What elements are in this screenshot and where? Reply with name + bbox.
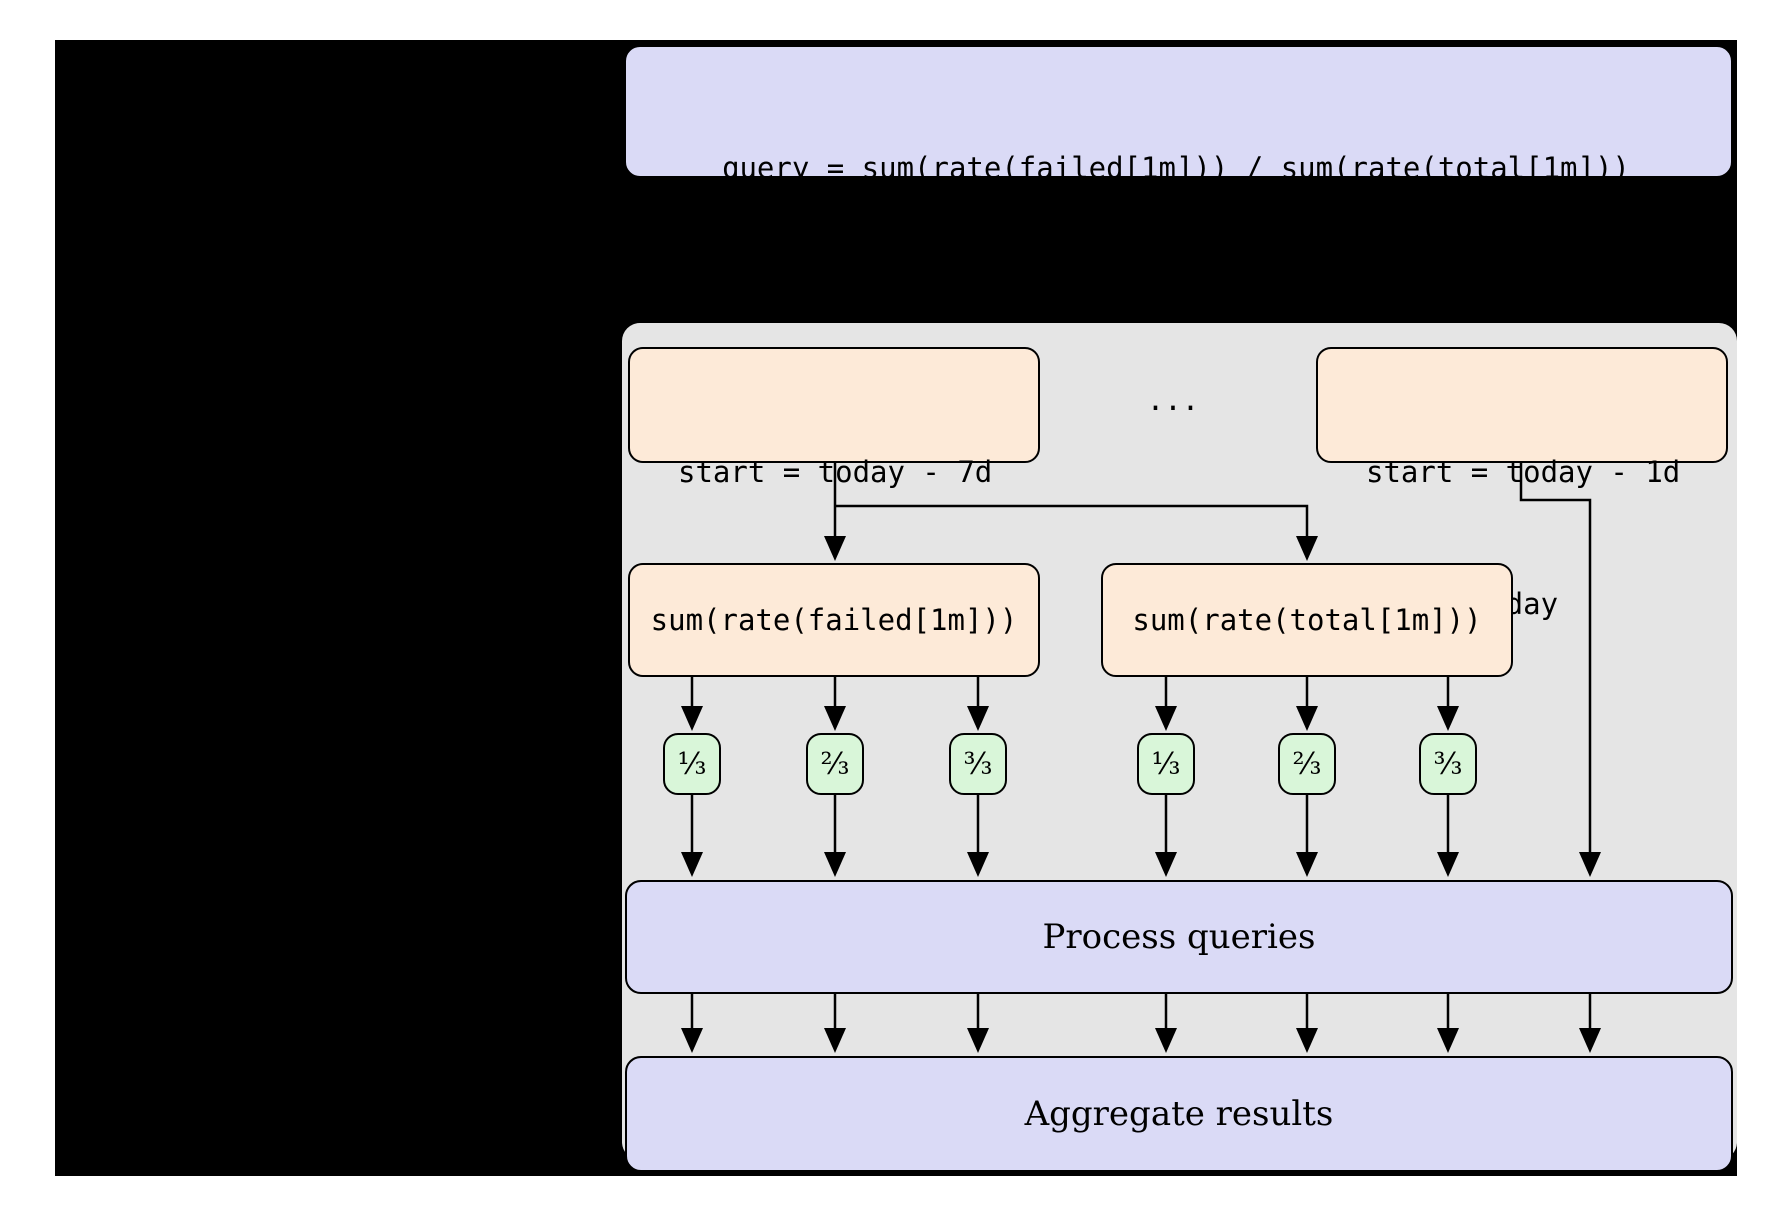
subquery-failed-label: sum(rate(failed[1m]))	[650, 603, 1018, 637]
ellipsis-label: ...	[1146, 383, 1200, 417]
shard-fraction-badge: ¹⁄₃	[663, 733, 721, 795]
start-line: start = today - 7d	[722, 283, 1037, 317]
process-queries-label: Process queries	[1042, 917, 1316, 957]
split-range-box-first: start = today - 7d end = today - 6d	[628, 347, 1040, 621]
split-range-box-last: start = today - 1d end = today	[1316, 347, 1728, 621]
start-line: start = today - 1d	[1366, 455, 1681, 489]
start-line: start = today - 7d	[678, 455, 993, 489]
shard-fraction-badge: ¹⁄₃	[1137, 733, 1195, 795]
subquery-failed-box: sum(rate(failed[1m]))	[628, 563, 1040, 677]
query-line: query = sum(rate(failed[1m])) / sum(rate…	[722, 151, 1630, 185]
aggregate-results-bar: Aggregate results	[625, 1056, 1733, 1172]
shard-fraction-badge: ³⁄₃	[949, 733, 1007, 795]
aggregate-results-label: Aggregate results	[1024, 1094, 1334, 1134]
subquery-total-box: sum(rate(total[1m]))	[1101, 563, 1513, 677]
shard-fraction-badge: ³⁄₃	[1419, 733, 1477, 795]
process-queries-bar: Process queries	[625, 880, 1733, 994]
shard-fraction-badge: ²⁄₃	[1278, 733, 1336, 795]
shard-fraction-badge: ²⁄₃	[806, 733, 864, 795]
subquery-total-label: sum(rate(total[1m]))	[1132, 603, 1482, 637]
query-params-box: query = sum(rate(failed[1m])) / sum(rate…	[624, 45, 1733, 449]
